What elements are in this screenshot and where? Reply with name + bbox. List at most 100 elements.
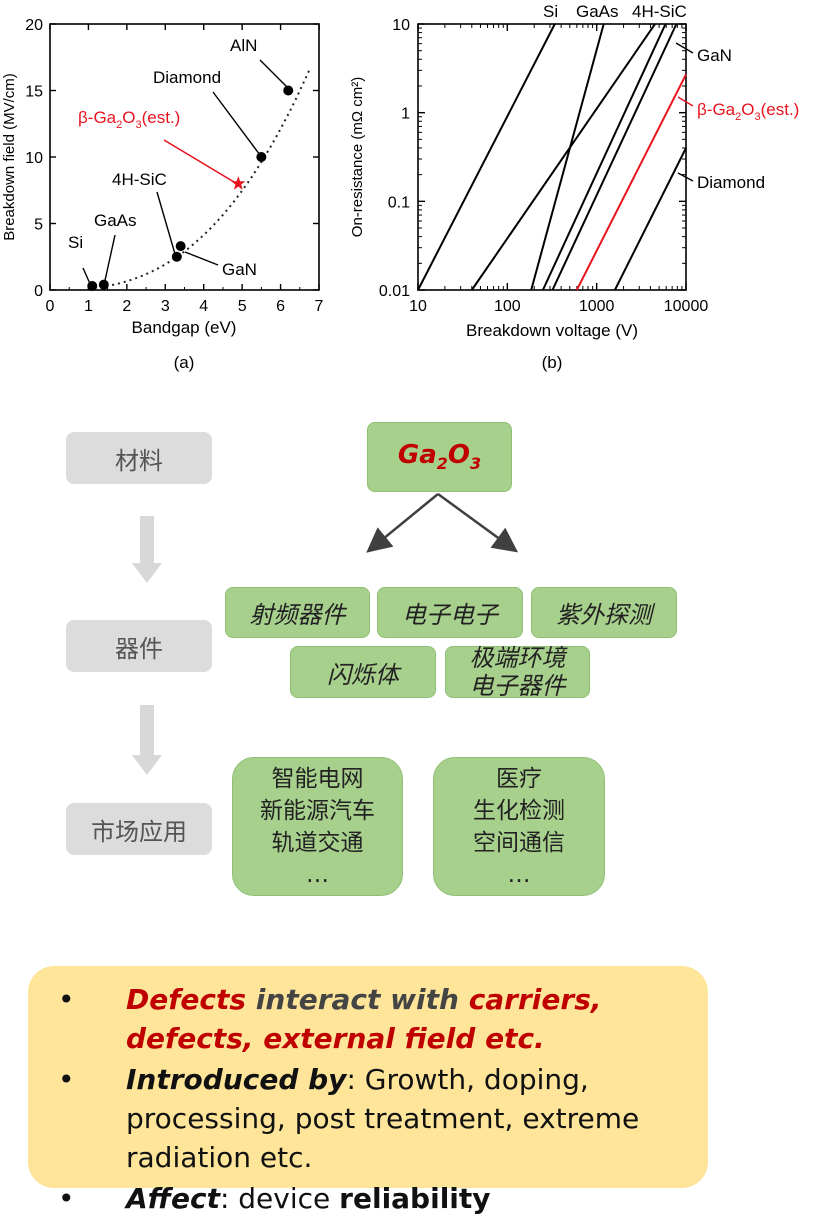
- device-power-electronics: 电子电子: [377, 587, 523, 638]
- market-medical-label: 医疗 生化检测 空间通信 …: [473, 765, 565, 888]
- device-scintillator: 闪烁体: [290, 646, 436, 698]
- label-aln: AlN: [230, 36, 257, 55]
- series-line--ga2o3-est-: [575, 73, 687, 291]
- panel-b-label: (b): [542, 353, 563, 372]
- panel-a-xtick-label: 5: [238, 298, 247, 315]
- label-b-gan: GaN: [697, 46, 732, 65]
- label-diamond: Diamond: [153, 68, 221, 87]
- panel-a-label: (a): [174, 353, 195, 372]
- panel-a-ylabel: Breakdown field (MV/cm): [1, 73, 18, 241]
- material-label-box: 材料: [66, 432, 212, 484]
- series-line-4h-sic: [541, 23, 667, 291]
- series-line-gan: [551, 23, 678, 291]
- panel-b-frame: [417, 23, 687, 291]
- series-line-si: [417, 23, 556, 291]
- panel-a-xtick-label: 7: [315, 298, 324, 315]
- leader-gan: [184, 251, 219, 266]
- panel-a-fit-curve: [88, 69, 311, 290]
- panel-a-ytick-label: 20: [25, 17, 43, 34]
- panel-a-xtick-label: 1: [84, 298, 93, 315]
- device-scintillator-label: 闪烁体: [327, 660, 399, 689]
- label-4h-sic: 4H-SiC: [112, 170, 167, 189]
- panel-b-xtick-label: 10: [409, 298, 427, 315]
- point-gan: [175, 241, 186, 252]
- market-box-medical: 医疗 生化检测 空间通信 …: [433, 757, 605, 896]
- panel-a-xtick-label: 2: [122, 298, 131, 315]
- panel-b-xlabel: Breakdown voltage (V): [466, 321, 638, 340]
- label-b-4h-sic: 4H-SiC: [632, 2, 687, 21]
- panel-a-xtick-label: 6: [276, 298, 285, 315]
- label-b-si: Si: [543, 2, 558, 21]
- leader-diamond: [212, 91, 261, 156]
- market-box-energy: 智能电网 新能源汽车 轨道交通 …: [232, 757, 403, 896]
- panel-a-ytick-label: 5: [34, 217, 43, 234]
- label-b-ga2o3: β-Ga2O3(est.): [697, 100, 799, 123]
- panel-b-ytick-label: 10: [392, 17, 410, 34]
- label-gan: GaN: [222, 260, 257, 279]
- panel-b-xtick-label: 10000: [664, 298, 709, 315]
- device-rf-label: 射频器件: [249, 601, 346, 629]
- device-power-label: 电子电子: [402, 601, 498, 629]
- material-ga2o3: Ga2O3: [397, 440, 482, 474]
- label-b-gaas: GaAs: [576, 2, 619, 21]
- panel-a-xtick-label: 4: [199, 298, 208, 315]
- panel-a-ytick-label: 0: [34, 283, 43, 300]
- leader-b-ga2o3: [677, 96, 694, 107]
- summary-bullet-defects: Defects interact with carriers, defects,…: [52, 980, 690, 1058]
- panel-b-ytick-label: 1: [401, 106, 410, 123]
- device-label: 器件: [115, 634, 163, 663]
- label-si: Si: [68, 233, 83, 252]
- material-ga2o3-box: Ga2O3: [367, 422, 512, 492]
- series-line-gaas: [530, 23, 605, 291]
- panel-b-xtick-label: 1000: [579, 298, 615, 315]
- panel-b-ylabel: On-resistance (mΩ cm²): [349, 77, 366, 237]
- summary-list: Defects interact with carriers, defects,…: [52, 980, 690, 1218]
- series-line-unnamed-1: [470, 23, 656, 291]
- device-rf: 射频器件: [225, 587, 370, 638]
- device-uv-label: 紫外探测: [556, 601, 652, 629]
- panel-b-xtick-label: 100: [494, 298, 521, 315]
- leader-b-diamond: [677, 172, 694, 182]
- leader-b-gan: [675, 42, 694, 54]
- point--ga2o3-est-: [231, 176, 246, 190]
- split-arrows: [366, 492, 519, 553]
- device-extreme-env: 极端环境 电子器件: [445, 644, 590, 700]
- arrow-left: [366, 493, 439, 553]
- device-label-box: 器件: [66, 620, 212, 672]
- market-label: 市场应用: [91, 817, 187, 846]
- summary-box: Defects interact with carriers, defects,…: [28, 966, 708, 1218]
- summary-bullet-introduced: Introduced by: Growth, doping, processin…: [52, 1060, 690, 1177]
- device-uv-detector: 紫外探测: [531, 587, 677, 638]
- point-4h-sic: [171, 251, 182, 262]
- leader-si: [82, 267, 92, 287]
- material-label: 材料: [115, 446, 163, 475]
- leader-aln: [259, 59, 288, 88]
- down-arrow-shaft-1: [140, 516, 154, 566]
- panel-a-bandgap-chart: 0 1 2 3 4 5 6 7 0 5 10 15 20 Si GaAs 4H-SiC GaN Diam…: [1, 17, 324, 372]
- point-aln: [283, 85, 294, 96]
- leader-4h-sic: [156, 191, 176, 255]
- arrow-right: [437, 492, 519, 553]
- down-arrow-icon: [132, 755, 162, 775]
- down-arrow-shaft-2: [140, 705, 154, 757]
- panel-a-xtick-label: 3: [161, 298, 170, 315]
- leader-gaas: [103, 234, 116, 286]
- down-arrow-icon: [132, 563, 162, 583]
- device-extreme-env-label: 极端环境 电子器件: [469, 644, 566, 700]
- label-ga2o3: β-Ga2O3(est.): [78, 108, 180, 131]
- panel-a-xlabel: Bandgap (eV): [132, 318, 237, 337]
- leader-ga2o3: [163, 139, 235, 183]
- summary-bullet-affect: Affect: device reliability: [52, 1179, 690, 1218]
- charts-figure: 0 1 2 3 4 5 6 7 0 5 10 15 20 Si GaAs 4H-SiC GaN Diam…: [1, 2, 799, 372]
- panel-b-ytick-label: 0.1: [388, 194, 410, 211]
- panel-a-ytick-label: 10: [25, 150, 43, 167]
- panel-b-ytick-label: 0.01: [379, 283, 410, 300]
- label-gaas: GaAs: [94, 211, 137, 230]
- market-label-box: 市场应用: [66, 803, 212, 855]
- label-b-diamond: Diamond: [697, 173, 765, 192]
- panel-a-xtick-label: 0: [46, 298, 55, 315]
- series-line-diamond: [614, 147, 687, 291]
- market-energy-label: 智能电网 新能源汽车 轨道交通 …: [260, 765, 375, 888]
- panel-a-ytick-label: 15: [25, 84, 43, 101]
